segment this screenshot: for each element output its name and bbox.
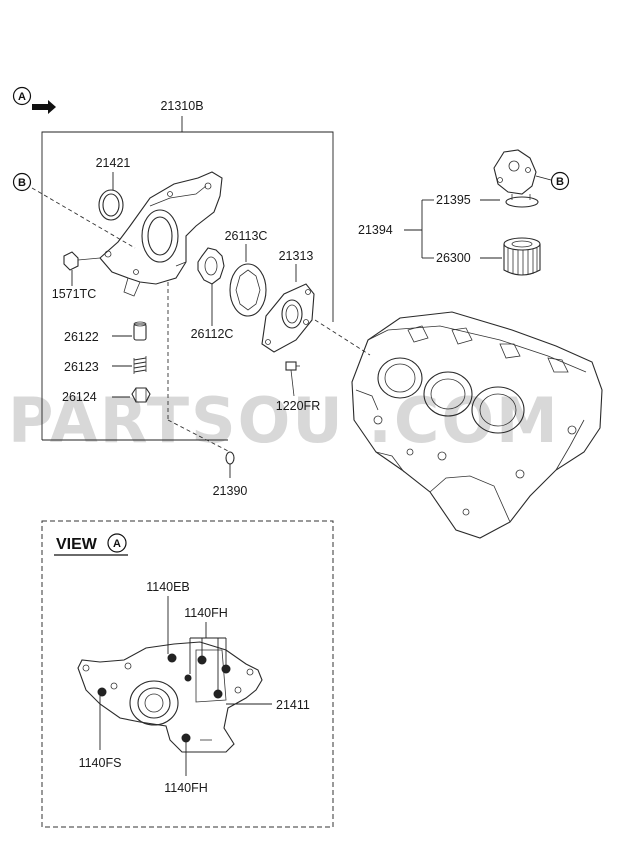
label-1140FS[interactable]: 1140FS <box>79 756 122 770</box>
label-26300[interactable]: 26300 <box>436 251 471 265</box>
oil-seal-part <box>98 189 124 221</box>
outer-rotor-part <box>229 263 267 317</box>
inner-rotor-part <box>197 247 225 285</box>
view-a-callout[interactable]: A <box>12 86 57 115</box>
relief-spring-part <box>133 356 147 374</box>
label-21390[interactable]: 21390 <box>213 484 248 498</box>
svg-text:B: B <box>18 177 26 189</box>
pump-cover-part <box>261 283 315 353</box>
plug-part <box>63 251 101 271</box>
engine-block-part <box>351 311 603 539</box>
oil-pump-front-view <box>77 641 263 753</box>
svg-text:A: A <box>18 91 26 103</box>
oil-pump-assembly-frame <box>41 116 334 441</box>
label-21310B[interactable]: 21310B <box>160 99 203 113</box>
label-26113C[interactable]: 26113C <box>225 229 268 243</box>
relief-plunger-part <box>133 321 147 341</box>
oil-filter-housing-part <box>493 149 539 208</box>
label-21313[interactable]: 21313 <box>279 249 314 263</box>
label-1220FR[interactable]: 1220FR <box>276 399 320 413</box>
label-21411[interactable]: 21411 <box>276 698 310 712</box>
relief-plug-part <box>131 387 151 403</box>
view-a-title: VIEW <box>56 536 98 553</box>
label-1140FH-bottom[interactable]: 1140FH <box>164 781 208 795</box>
label-26122[interactable]: 26122 <box>64 330 99 344</box>
svg-text:A: A <box>113 538 121 550</box>
label-21421[interactable]: 21421 <box>96 156 131 170</box>
label-26124[interactable]: 26124 <box>62 390 97 404</box>
oil-filter-part <box>503 237 541 276</box>
label-1140EB[interactable]: 1140EB <box>146 580 190 594</box>
view-a-inset-frame <box>41 520 334 828</box>
label-21395[interactable]: 21395 <box>436 193 471 207</box>
label-26123[interactable]: 26123 <box>64 360 99 374</box>
label-1571TC[interactable]: 1571TC <box>52 287 96 301</box>
label-21394[interactable]: 21394 <box>358 223 393 237</box>
bolt-part <box>285 361 300 397</box>
label-1140FH-top[interactable]: 1140FH <box>184 606 228 620</box>
view-b-callout-right[interactable]: B <box>550 171 570 191</box>
svg-text:B: B <box>556 176 564 188</box>
view-a-title-callout: A <box>107 533 127 553</box>
watermark-text: PARTSOU .COM <box>8 384 560 457</box>
view-direction-arrow-icon <box>32 100 56 114</box>
oil-pump-housing-part <box>99 171 223 297</box>
label-26112C[interactable]: 26112C <box>191 327 234 341</box>
view-b-callout-left[interactable]: B <box>12 172 32 192</box>
